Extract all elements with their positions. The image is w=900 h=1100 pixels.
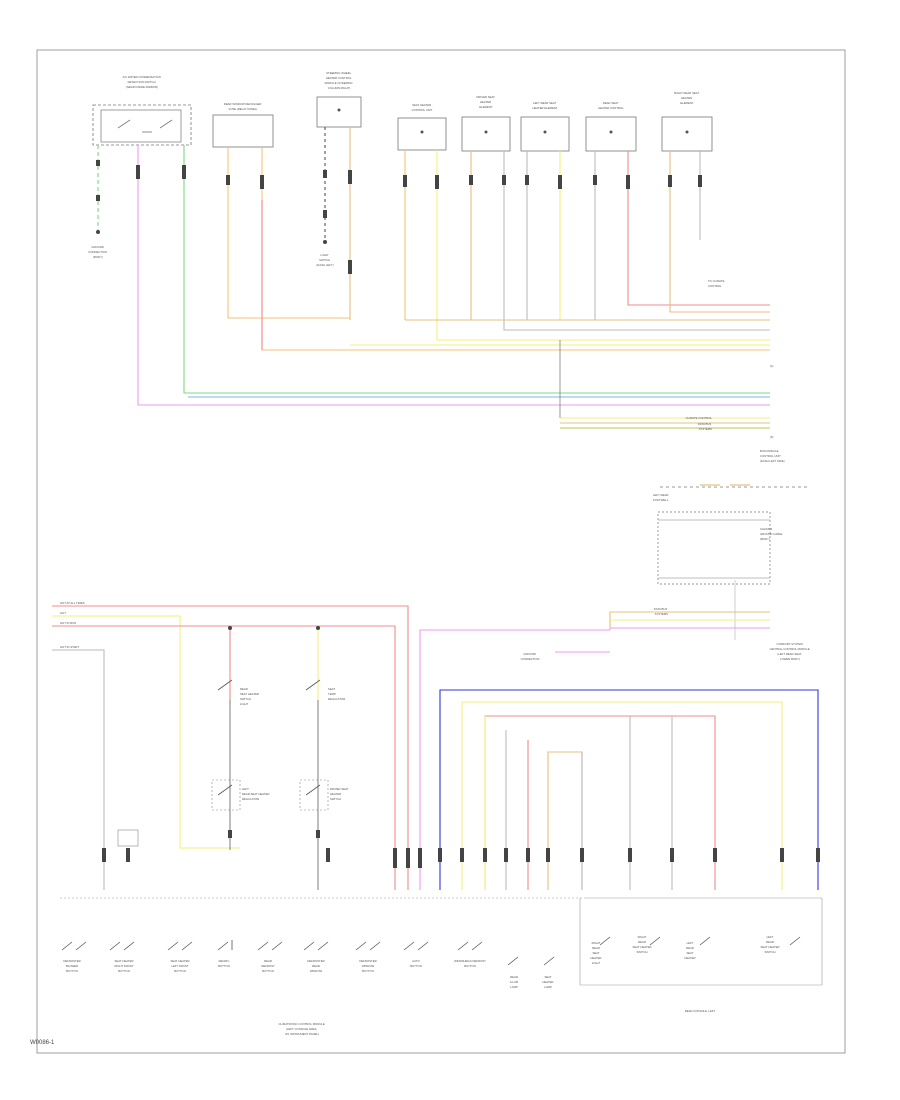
driver-seat-heater-element [461, 116, 511, 152]
box-glyphs [337, 108, 689, 134]
top-notes: GROUND CONNECTION (BODY) LIGHT SWITCH (D… [88, 245, 773, 439]
svg-text:HOT AT ALL TIMES: HOT AT ALL TIMES [60, 601, 85, 605]
lower-connectors [102, 830, 820, 868]
top-components [92, 96, 713, 152]
right-rear-seat-heater-element [661, 116, 713, 152]
lower-bus-wires [419, 611, 819, 890]
wire-rsh-right [627, 151, 770, 306]
rear-footwell-label: LEFT REAR FOOTWELL [653, 493, 669, 502]
lower-caption: COMFORT SYSTEM CENTRAL CONTROL MODULE (L… [770, 642, 811, 661]
diagram-frame [36, 49, 846, 1054]
steering-heater-module [316, 96, 362, 128]
svg-text:LEFT REAR SEAT HEATER EL: LEFT REAR SEAT HEATER ELEMENT [532, 101, 557, 110]
upper-side-label: CHASSIS GROUND CABLE (BODY) [760, 527, 783, 541]
svg-text:REAR SEAT HEATER CONTROL: REAR SEAT HEATER CONTROL [598, 101, 624, 110]
row-b-label: DATA BUS SYSTEMS [698, 422, 712, 431]
right-labels: CLIMATE CONTROL DATA BUS SYSTEMS BUS MOD… [521, 416, 811, 661]
bottom-switch-symbols [61, 936, 801, 966]
ref-a: (4) [770, 364, 773, 368]
ac-switch [92, 104, 192, 146]
wire-dse-right [503, 151, 770, 331]
bus-box-label: BUS MODULE CONTROL UNIT (DASH LEFT SIDE) [760, 449, 785, 463]
lower-box-label: DATA BUS SYSTEMS [654, 607, 668, 616]
svg-text:HOT IN START: HOT IN START [60, 645, 79, 649]
footer-code: W0086-1 [30, 1040, 55, 1046]
left-feeds [52, 605, 409, 890]
left-rear-seat-heater-element [520, 116, 570, 152]
rear-defogger-fuse [212, 114, 274, 148]
middle-switches [211, 626, 329, 890]
middle-switch-labels: REAR SEAT HEATER SWITCH LIGHT SEAT TEMP … [240, 687, 349, 801]
svg-text:DRIVER SEAT HEATER: DRIVER SEAT HEATER SWITCH [330, 787, 349, 801]
svg-text:REAR SEAT HEATER S: REAR SEAT HEATER SWITCH LIGHT [240, 687, 260, 706]
svg-text:SEAT HEATER CONTROL UNIT: SEAT HEATER CONTROL UNIT [412, 103, 433, 112]
svg-text:REAR WINDOW DEFOGGER FUS: REAR WINDOW DEFOGGER FUSE (RELAY PANEL) [224, 102, 262, 111]
top-wires [97, 127, 770, 429]
dim-note: TO CLIMATE CONTROL [708, 279, 725, 288]
svg-text:HOT: HOT [60, 611, 66, 615]
climatronic-caption: CLIMATRONIC CONTROL MODULE (LEFT CONSOLE… [279, 1022, 326, 1036]
bus-module-area [657, 484, 810, 640]
svg-text:RIGHT REAR SEAT HEATER: RIGHT REAR SEAT HEATER ELEMENT [674, 91, 700, 105]
svg-text:A/C WATER CONDENSATION D: A/C WATER CONDENSATION DETECTION SWITCH … [122, 75, 161, 89]
rear-seat-heater-control [585, 116, 637, 152]
top-connectors [96, 160, 702, 274]
ground-note: GROUND CONNECTION (BODY) [88, 245, 108, 259]
svg-text:HOT IN RUN: HOT IN RUN [60, 621, 76, 625]
svg-text:STEERING WHEEL HEATER CO: STEERING WHEEL HEATER CONTROL MODULE (ST… [325, 71, 354, 90]
left-feed-labels: HOT AT ALL TIMES HOT HOT IN RUN HOT IN S… [60, 601, 85, 649]
wire-rre-left [669, 151, 770, 313]
ref-b: (5) [770, 435, 773, 439]
rear-switch-caption: REAR CONSOLE, LEFT [685, 1009, 716, 1013]
row-a-label: CLIMATE CONTROL [686, 416, 713, 420]
bottom-captions: CLIMATRONIC CONTROL MODULE (LEFT CONSOLE… [279, 1009, 716, 1036]
wire-pink-bus [137, 145, 770, 406]
ground-bus [60, 829, 823, 986]
wire-green [183, 145, 770, 394]
svg-text:DRIVER SEAT HEATER: DRIVER SEAT HEATER ELEMENT [476, 95, 495, 109]
wire-shc-right [436, 150, 770, 341]
svg-text:LEFT REAR SEAT HEATER: LEFT REAR SEAT HEATER REGULATOR [242, 787, 270, 801]
ground-mid-label: GROUND CONNECTION [521, 652, 540, 661]
wire-lre-right [559, 151, 770, 321]
seat-heater-control-unit [397, 117, 447, 151]
wire-defog-left [227, 147, 350, 319]
top-component-labels: A/C WATER CONDENSATION DETECTION SWITCH … [122, 71, 699, 112]
svg-text:SEAT TEMP REGULATO: SEAT TEMP REGULATOR [328, 687, 345, 701]
light-switch-note: LIGHT SWITCH (DASH LEFT) [316, 253, 333, 267]
